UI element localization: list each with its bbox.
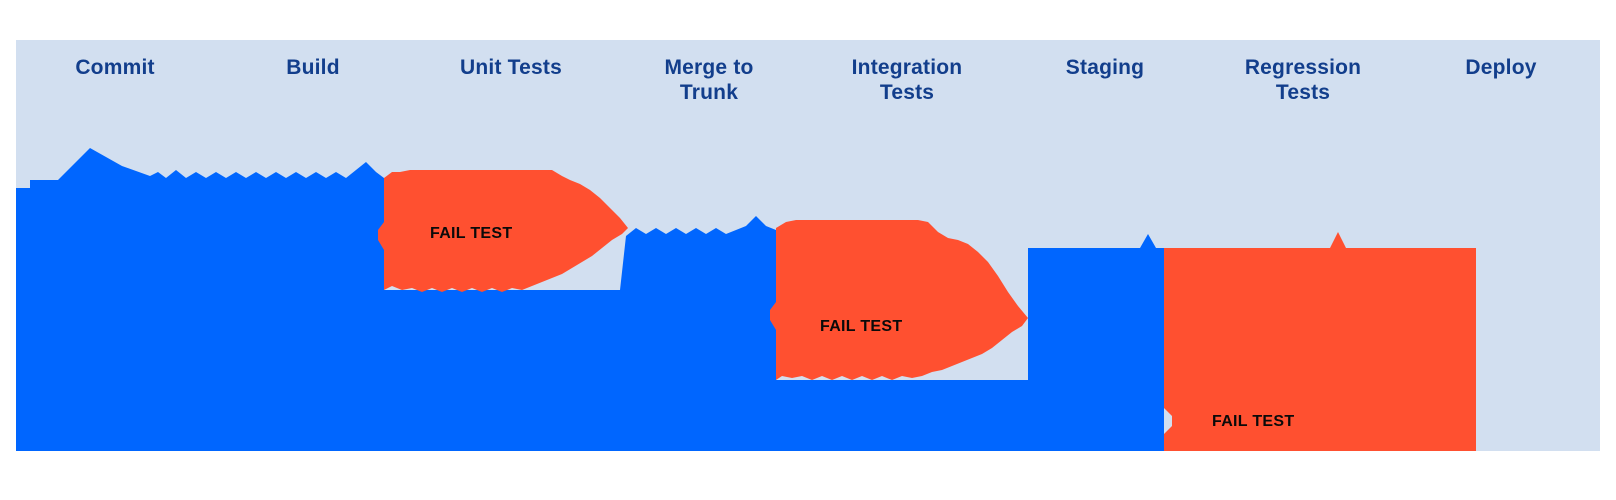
stage-label-commit: Commit [75, 56, 155, 79]
fail-test-label-unit: FAIL TEST [430, 225, 512, 242]
stage-label-regression-tests: Regression Tests [1244, 56, 1362, 104]
fail-test-label-integration: FAIL TEST [820, 318, 902, 335]
stage-label-deploy: Deploy [1465, 56, 1537, 79]
stage-label-build: Build [286, 56, 340, 79]
stage-label-unit-tests: Unit Tests [460, 56, 562, 79]
failing-area-regression-tests [1164, 232, 1476, 451]
passing-area-blue [16, 148, 1164, 451]
fail-test-label-regression: FAIL TEST [1212, 413, 1294, 430]
failing-area-integration-tests [770, 220, 1028, 380]
stage-label-staging: Staging [1065, 56, 1145, 79]
stage-label-row: Commit Build Unit Tests Merge to Trunk I… [16, 55, 1600, 125]
stage-label-merge-to-trunk: Merge to Trunk [664, 56, 754, 104]
failing-area-unit-tests [378, 170, 628, 292]
stage-label-integration-tests: Integration Tests [851, 56, 963, 104]
